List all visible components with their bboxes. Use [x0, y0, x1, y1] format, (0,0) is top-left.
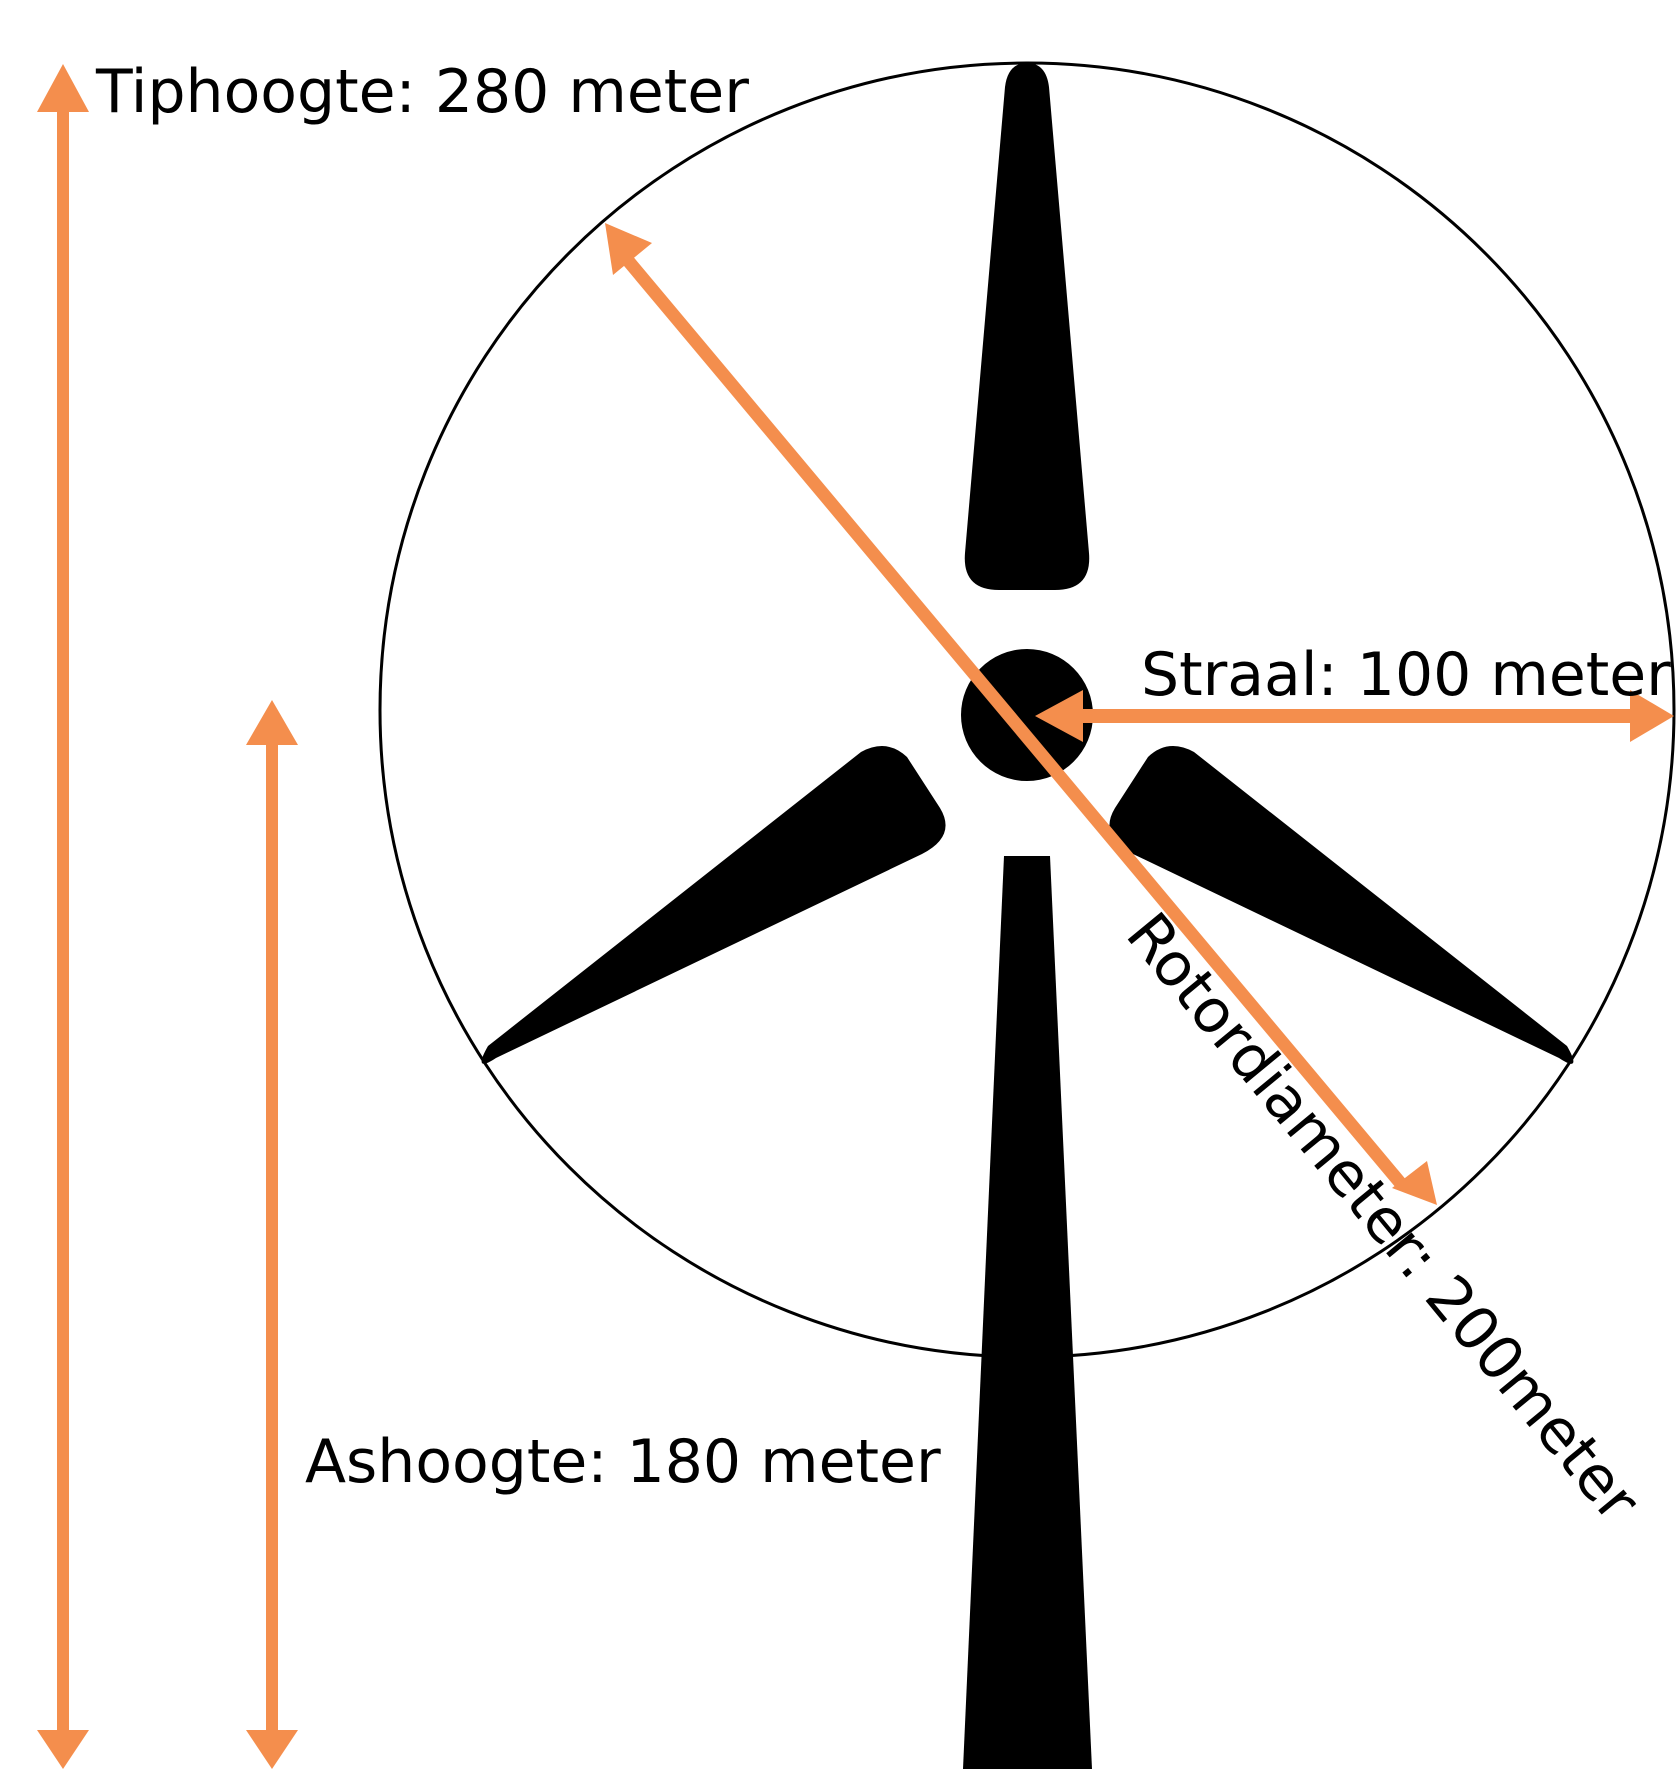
blade-right [1109, 746, 1574, 1064]
rotor-diameter-label: Rotordiameter: 200meter [1112, 900, 1653, 1535]
rotor-diameter-arrow [605, 223, 1437, 1205]
hub-height-label: Ashoogte: 180 meter [305, 1427, 941, 1497]
radius-label: Straal: 100 meter [1141, 640, 1671, 710]
hub [961, 649, 1093, 781]
blade-left [481, 746, 946, 1064]
blade-top [964, 63, 1090, 590]
radius-arrow [1035, 690, 1674, 742]
hub-height-arrow [246, 700, 298, 1769]
tip-height-arrow [37, 64, 89, 1769]
tower [963, 856, 1092, 1769]
tip-height-label: Tiphoogte: 280 meter [95, 57, 749, 127]
